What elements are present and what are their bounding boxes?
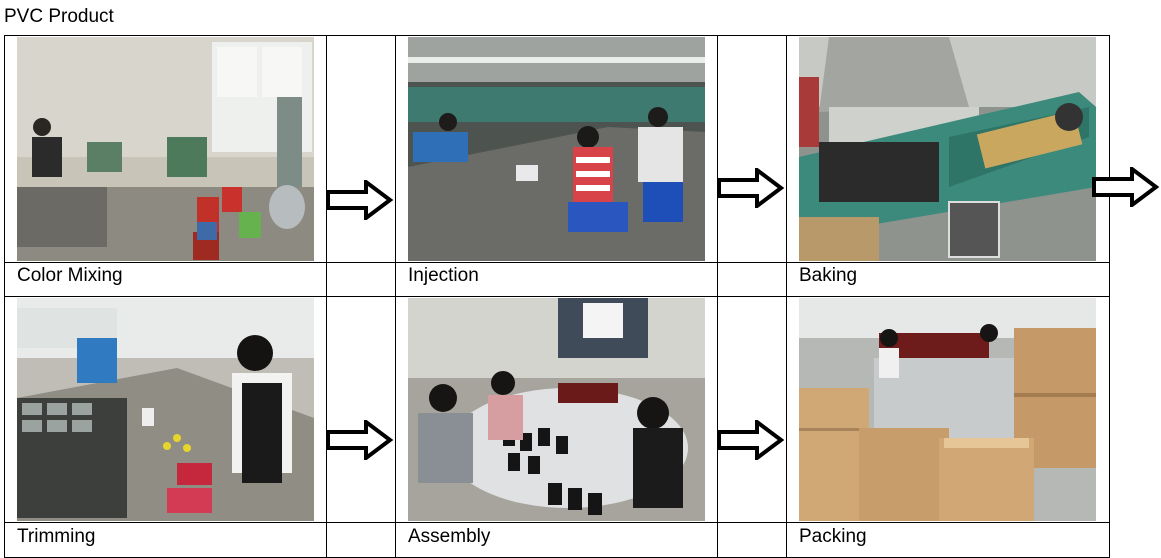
right-arrow-icon [717,168,785,208]
trimming-photo [17,298,314,521]
baking-photo [799,37,1096,261]
right-arrow-icon [326,420,394,460]
color-mixing-photo [17,37,314,261]
right-arrow-icon [717,420,785,460]
packing-photo [799,298,1096,521]
right-arrow-icon [1092,167,1160,207]
process-table: Color Mixing Injection Baking Trimming A… [4,35,1160,558]
assembly-photo [408,298,705,521]
document-title: PVC Product [4,6,114,27]
injection-photo [408,37,705,261]
right-arrow-icon [326,180,394,220]
step-label-color-mixing: Color Mixing [17,265,123,286]
step-label-packing: Packing [799,526,867,547]
step-label-injection: Injection [408,265,479,286]
step-label-assembly: Assembly [408,526,491,547]
step-label-baking: Baking [799,265,858,286]
step-label-trimming: Trimming [17,526,96,547]
